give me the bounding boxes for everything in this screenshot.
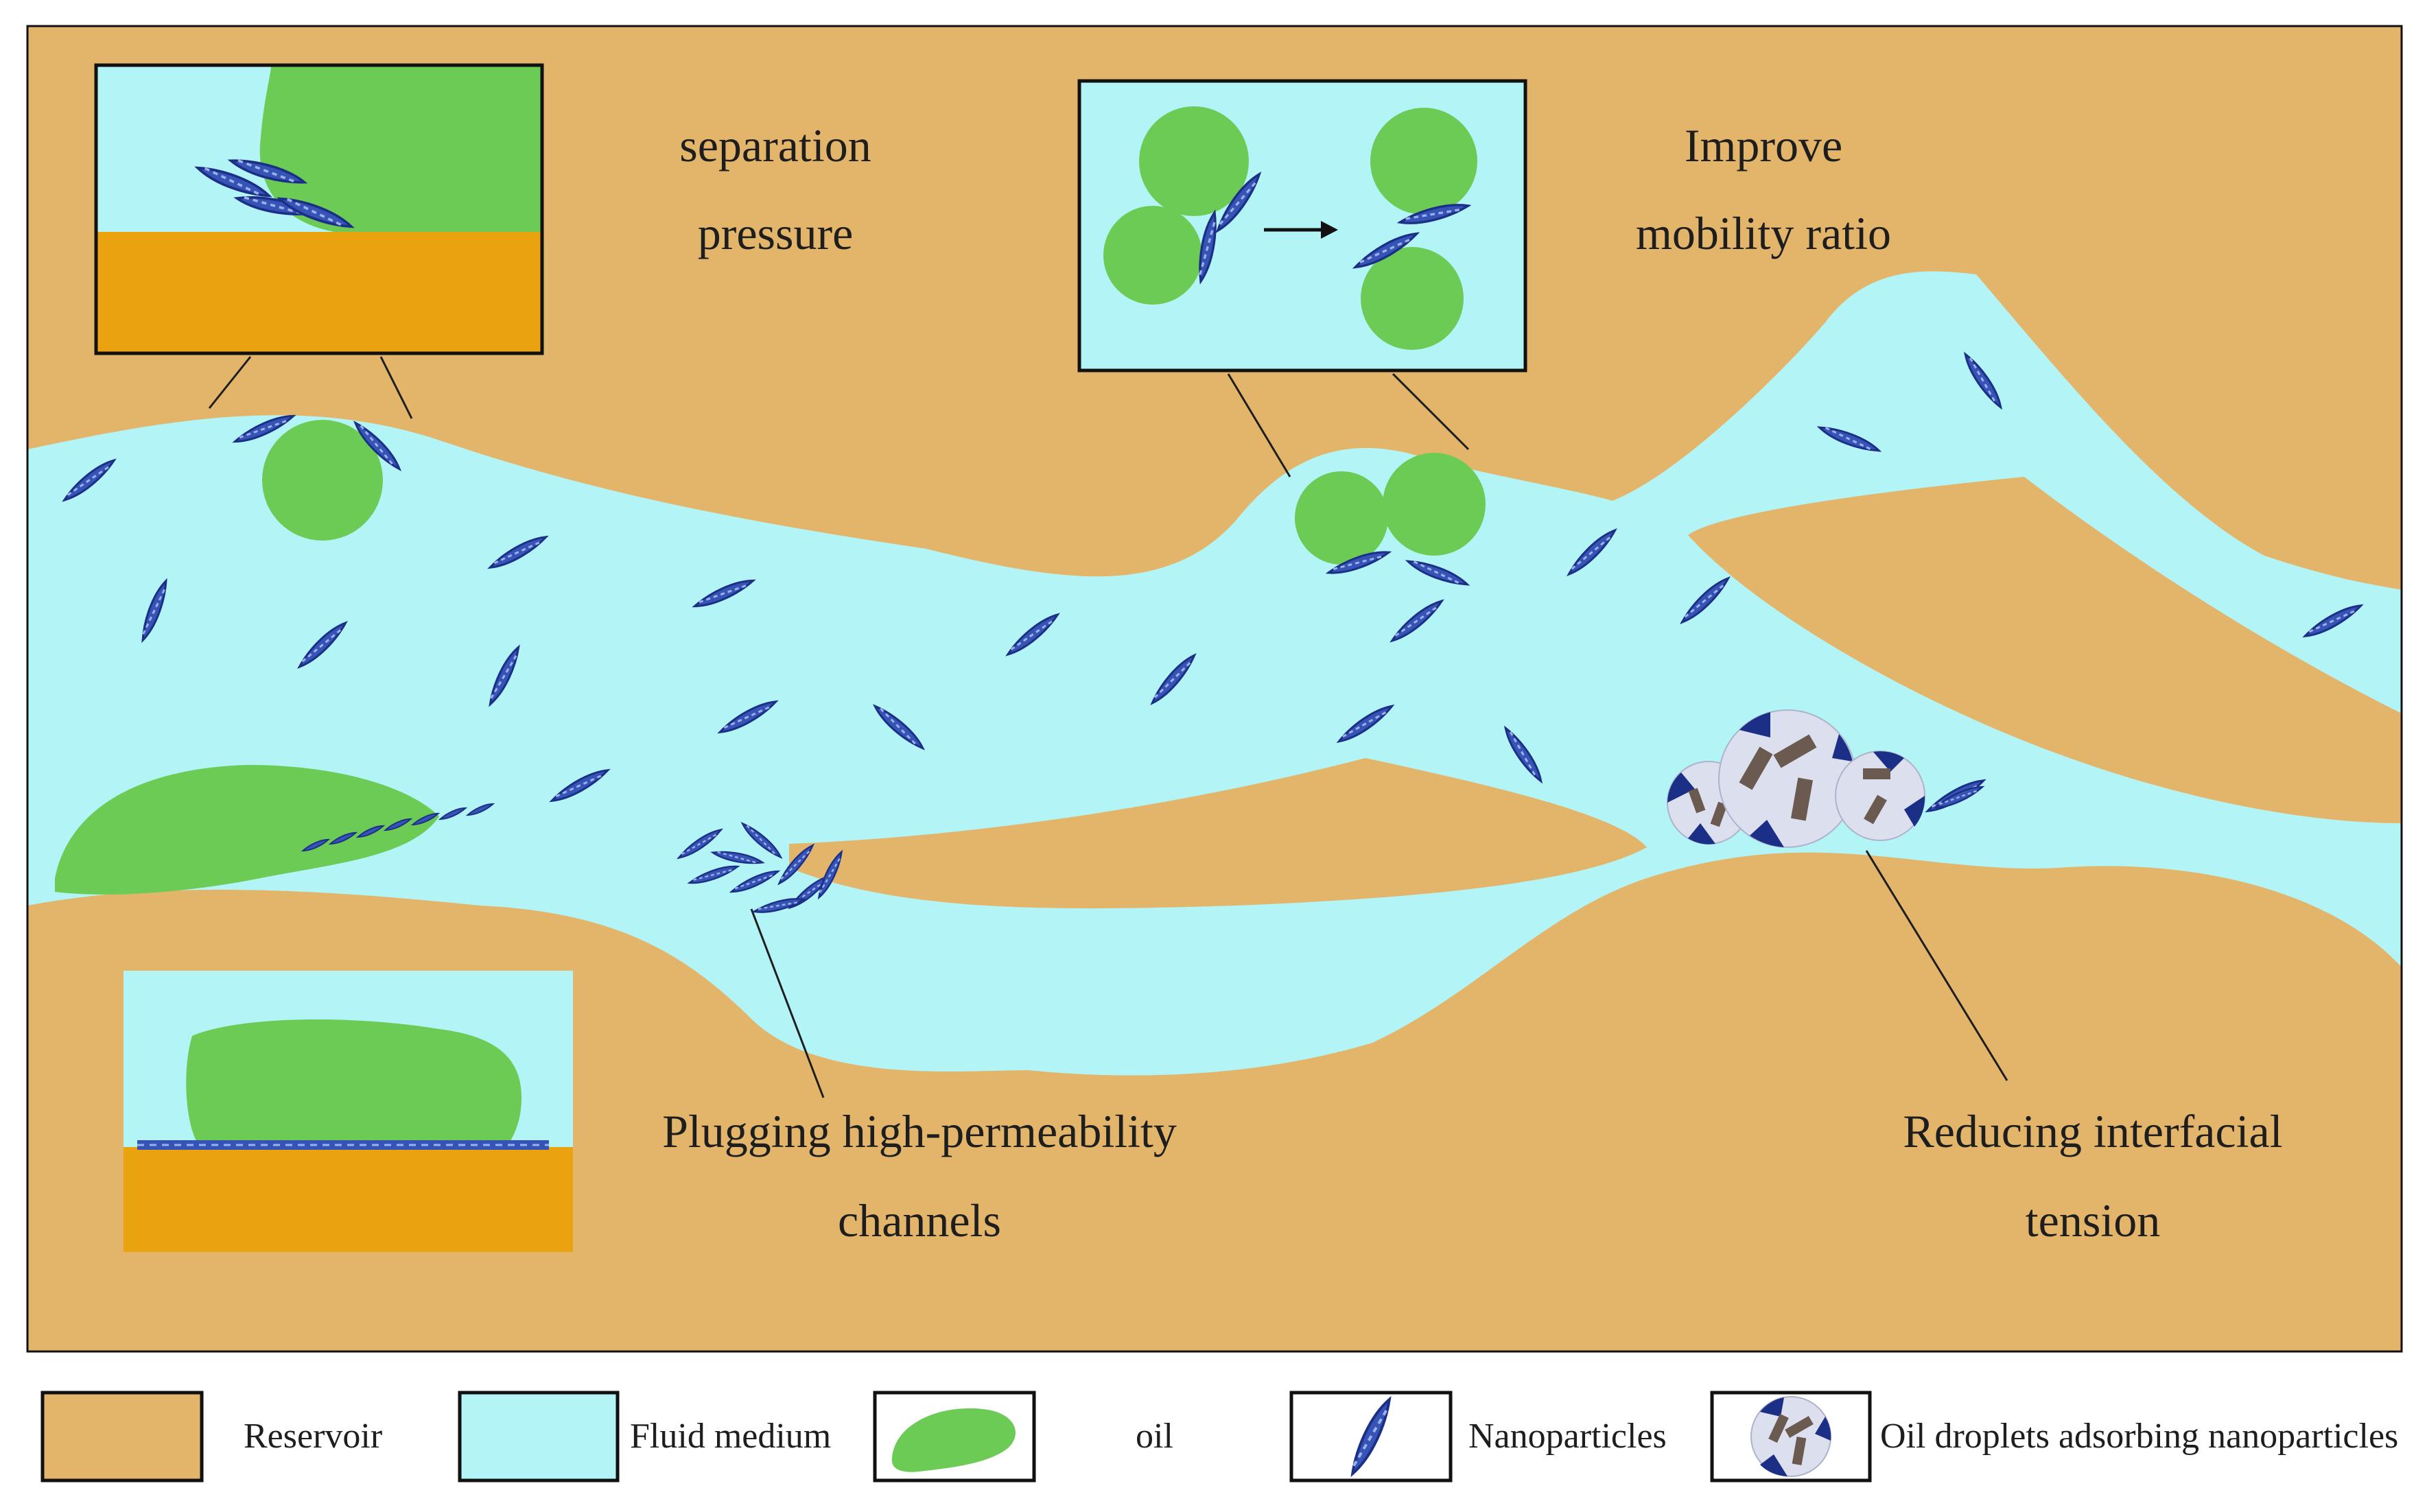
- nanoparticle-layer: [137, 1140, 549, 1150]
- legend-swatch-fluid: [458, 1391, 620, 1483]
- nano-coated-droplet-icon: [1750, 1396, 1831, 1477]
- legend-label-fluid: Fluid medium: [630, 1417, 832, 1456]
- rock-substrate: [96, 232, 542, 353]
- oil-droplet: [1370, 108, 1477, 215]
- inset-mobility-ratio: [1077, 79, 1527, 373]
- droplet-cluster: [1667, 709, 1986, 848]
- connector-lines: [208, 356, 2008, 1098]
- oil-droplet: [1295, 471, 1388, 565]
- label-separation-pressure-2: pressure: [697, 207, 854, 259]
- nano-coated-droplet: [1718, 709, 1857, 848]
- scene-border: [26, 25, 2403, 1353]
- label-plugging-2: channels: [838, 1194, 1001, 1247]
- label-plugging-1: Plugging high-permeability: [662, 1105, 1177, 1157]
- legend-label-nanoparticles: Nanoparticles: [1468, 1417, 1667, 1456]
- inset-separation-pressure: [94, 63, 544, 355]
- oil-droplets: [55, 420, 1486, 895]
- rock-substrate: [124, 1147, 573, 1252]
- fluid-channel: [27, 271, 2402, 1076]
- legend-swatch-reservoir: [40, 1391, 204, 1483]
- label-separation-pressure-1: separation: [679, 119, 871, 172]
- label-mobility-ratio-2: mobility ratio: [1635, 207, 1892, 259]
- nano-coated-droplet: [1835, 751, 1925, 841]
- legend: [40, 1391, 1872, 1483]
- oil-film: [186, 1019, 521, 1146]
- sand-island-middle: [789, 758, 1647, 909]
- oil-droplet: [1383, 453, 1486, 556]
- sand-island-right: [1688, 477, 2402, 823]
- legend-label-reservoir: Reservoir: [244, 1417, 383, 1456]
- oil-film: [55, 765, 439, 895]
- oil-droplet: [1139, 106, 1249, 216]
- oil-droplet: [259, 65, 542, 233]
- oil-droplet: [1361, 247, 1464, 350]
- label-mobility-ratio-1: Improve: [1684, 119, 1843, 172]
- oil-droplet: [262, 420, 383, 541]
- legend-label-droplets: Oil droplets adsorbing nanoparticles: [1880, 1417, 2399, 1456]
- oil-icon: [891, 1408, 1016, 1472]
- label-interfacial-tension-1: Reducing interfacial: [1903, 1105, 2283, 1157]
- oil-droplet: [1103, 206, 1202, 305]
- label-interfacial-tension-2: tension: [2025, 1194, 2161, 1247]
- arrow-head: [1321, 221, 1338, 239]
- inset-oil-film: [124, 971, 573, 1252]
- legend-label-oil: oil: [1136, 1417, 1173, 1456]
